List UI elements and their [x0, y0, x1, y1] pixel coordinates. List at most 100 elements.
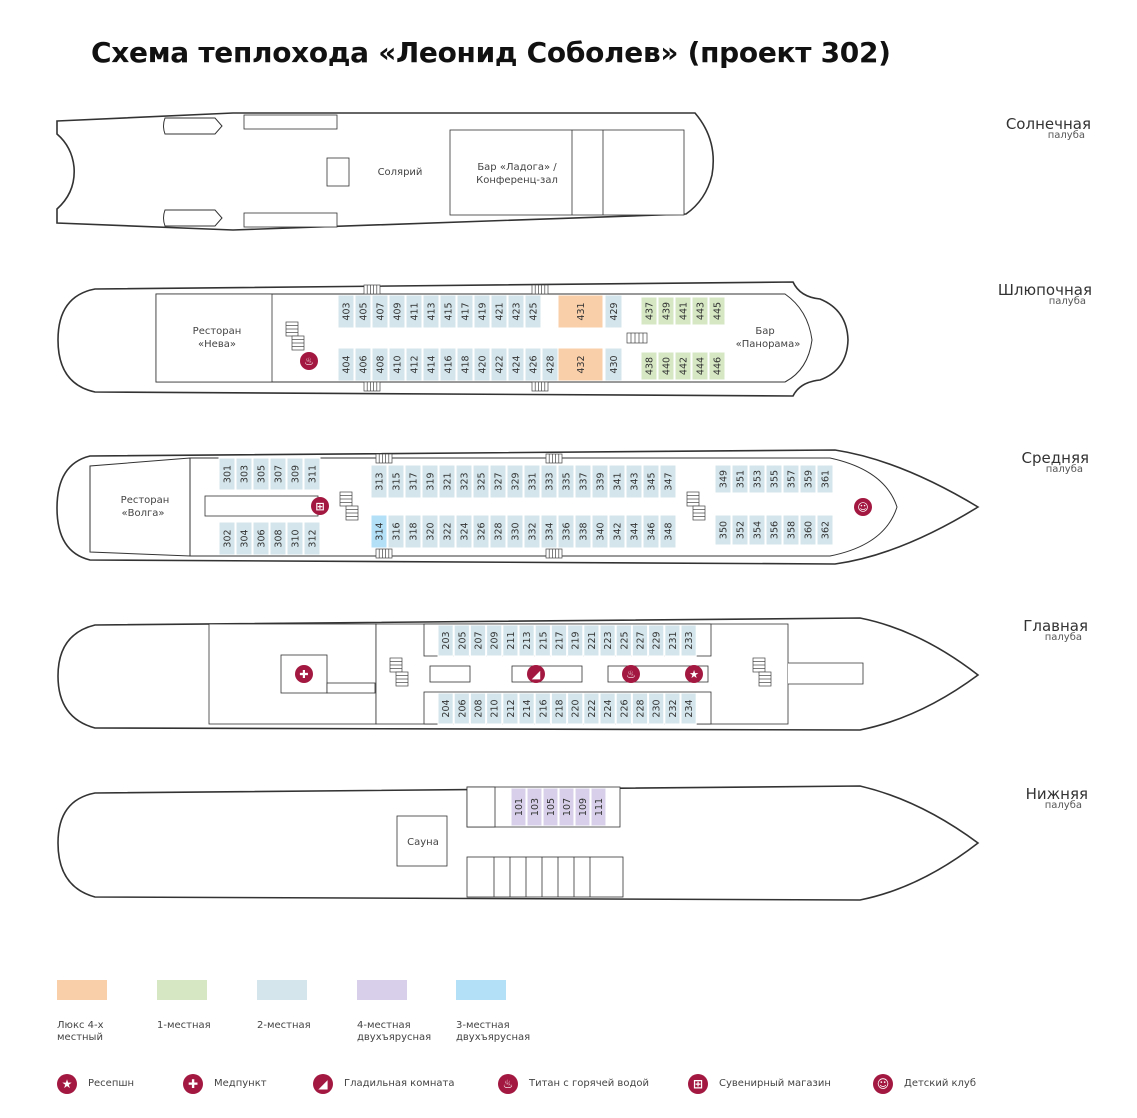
cabin-332[interactable]: 332 — [523, 514, 541, 549]
cabin-340[interactable]: 340 — [591, 514, 609, 549]
cabin-305[interactable]: 305 — [252, 457, 270, 491]
cabin-413[interactable]: 413 — [422, 294, 440, 329]
cabin-442[interactable]: 442 — [674, 351, 692, 381]
cabin-229[interactable]: 229 — [648, 624, 665, 657]
cabin-311[interactable]: 311 — [303, 457, 321, 491]
cabin-440[interactable]: 440 — [657, 351, 675, 381]
cabin-437[interactable]: 437 — [640, 296, 658, 326]
cabin-214[interactable]: 214 — [518, 692, 535, 725]
cabin-209[interactable]: 209 — [486, 624, 503, 657]
cabin-345[interactable]: 345 — [642, 464, 660, 499]
cabin-306[interactable]: 306 — [252, 521, 270, 556]
cabin-431[interactable]: 431 — [557, 294, 604, 329]
cabin-337[interactable]: 337 — [574, 464, 592, 499]
cabin-315[interactable]: 315 — [387, 464, 405, 499]
cabin-326[interactable]: 326 — [472, 514, 490, 549]
cabin-323[interactable]: 323 — [455, 464, 473, 499]
cabin-329[interactable]: 329 — [506, 464, 524, 499]
cabin-408[interactable]: 408 — [371, 347, 389, 382]
cabin-224[interactable]: 224 — [599, 692, 616, 725]
cabin-204[interactable]: 204 — [437, 692, 454, 725]
cabin-103[interactable]: 103 — [526, 787, 543, 827]
cabin-403[interactable]: 403 — [337, 294, 355, 329]
cabin-415[interactable]: 415 — [439, 294, 457, 329]
cabin-416[interactable]: 416 — [439, 347, 457, 382]
cabin-426[interactable]: 426 — [524, 347, 542, 382]
cabin-346[interactable]: 346 — [642, 514, 660, 549]
cabin-446[interactable]: 446 — [708, 351, 726, 381]
deck-name-sun[interactable]: Солнечная палуба — [931, 115, 1091, 141]
cabin-417[interactable]: 417 — [456, 294, 474, 329]
cabin-312[interactable]: 312 — [303, 521, 321, 556]
cabin-317[interactable]: 317 — [404, 464, 422, 499]
cabin-313[interactable]: 313 — [370, 464, 388, 499]
cabin-335[interactable]: 335 — [557, 464, 575, 499]
cabin-222[interactable]: 222 — [583, 692, 600, 725]
deck-name-lower[interactable]: Нижняя палуба — [928, 785, 1088, 811]
cabin-321[interactable]: 321 — [438, 464, 456, 499]
cabin-360[interactable]: 360 — [799, 514, 817, 546]
cabin-406[interactable]: 406 — [354, 347, 372, 382]
cabin-438[interactable]: 438 — [640, 351, 658, 381]
cabin-227[interactable]: 227 — [631, 624, 649, 657]
deck-name-middle[interactable]: Средняя палуба — [929, 449, 1089, 475]
cabin-333[interactable]: 333 — [540, 464, 558, 499]
cabin-303[interactable]: 303 — [235, 457, 253, 491]
cabin-301[interactable]: 301 — [218, 457, 236, 491]
cabin-327[interactable]: 327 — [489, 464, 507, 499]
cabin-226[interactable]: 226 — [615, 692, 632, 725]
cabin-411[interactable]: 411 — [405, 294, 423, 329]
cabin-412[interactable]: 412 — [405, 347, 423, 382]
cabin-232[interactable]: 232 — [664, 692, 681, 725]
cabin-419[interactable]: 419 — [473, 294, 491, 329]
cabin-207[interactable]: 207 — [469, 624, 487, 657]
cabin-423[interactable]: 423 — [507, 294, 525, 329]
cabin-357[interactable]: 357 — [782, 464, 800, 494]
cabin-362[interactable]: 362 — [816, 514, 834, 546]
cabin-338[interactable]: 338 — [574, 514, 592, 549]
cabin-212[interactable]: 212 — [502, 692, 519, 725]
cabin-101[interactable]: 101 — [510, 787, 527, 827]
cabin-422[interactable]: 422 — [490, 347, 508, 382]
cabin-216[interactable]: 216 — [534, 692, 551, 725]
cabin-223[interactable]: 223 — [599, 624, 616, 657]
cabin-443[interactable]: 443 — [691, 296, 709, 326]
cabin-208[interactable]: 208 — [469, 692, 487, 725]
cabin-231[interactable]: 231 — [664, 624, 681, 657]
cabin-233[interactable]: 233 — [680, 624, 697, 657]
cabin-429[interactable]: 429 — [604, 294, 623, 329]
cabin-336[interactable]: 336 — [557, 514, 575, 549]
cabin-225[interactable]: 225 — [615, 624, 632, 657]
cabin-203[interactable]: 203 — [437, 624, 454, 657]
cabin-343[interactable]: 343 — [625, 464, 643, 499]
cabin-424[interactable]: 424 — [507, 347, 525, 382]
cabin-308[interactable]: 308 — [269, 521, 287, 556]
cabin-421[interactable]: 421 — [490, 294, 508, 329]
cabin-111[interactable]: 111 — [590, 787, 607, 827]
cabin-319[interactable]: 319 — [421, 464, 439, 499]
cabin-217[interactable]: 217 — [550, 624, 568, 657]
cabin-322[interactable]: 322 — [438, 514, 456, 549]
cabin-220[interactable]: 220 — [567, 692, 584, 725]
cabin-347[interactable]: 347 — [659, 464, 677, 499]
cabin-228[interactable]: 228 — [631, 692, 649, 725]
cabin-358[interactable]: 358 — [782, 514, 800, 546]
cabin-339[interactable]: 339 — [591, 464, 609, 499]
cabin-359[interactable]: 359 — [799, 464, 817, 494]
cabin-410[interactable]: 410 — [388, 347, 406, 382]
cabin-441[interactable]: 441 — [674, 296, 692, 326]
cabin-425[interactable]: 425 — [524, 294, 542, 329]
cabin-418[interactable]: 418 — [456, 347, 474, 382]
cabin-344[interactable]: 344 — [625, 514, 643, 549]
cabin-219[interactable]: 219 — [567, 624, 584, 657]
cabin-328[interactable]: 328 — [489, 514, 507, 549]
cabin-407[interactable]: 407 — [371, 294, 389, 329]
deck-name-main[interactable]: Главная палуба — [928, 617, 1088, 643]
cabin-361[interactable]: 361 — [816, 464, 834, 494]
cabin-318[interactable]: 318 — [404, 514, 422, 549]
cabin-302[interactable]: 302 — [218, 521, 236, 556]
cabin-316[interactable]: 316 — [387, 514, 405, 549]
cabin-404[interactable]: 404 — [337, 347, 355, 382]
cabin-341[interactable]: 341 — [608, 464, 626, 499]
cabin-234[interactable]: 234 — [680, 692, 697, 725]
